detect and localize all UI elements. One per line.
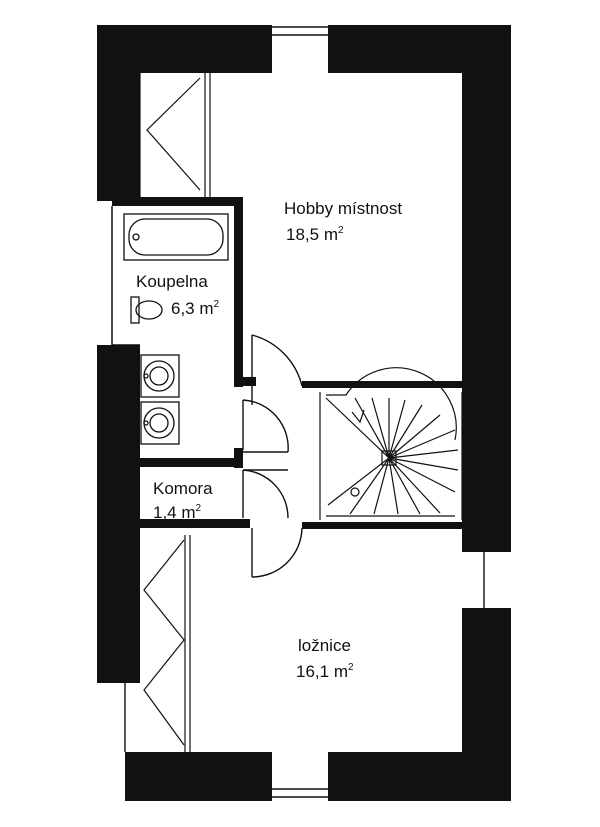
room-name-storage: Komora [153,479,213,498]
wall-bottom-right [328,752,511,801]
wardrobe-lower [143,535,191,752]
room-area-storage: 1,4 m2 [153,503,202,522]
window-top [272,26,328,36]
wall-left-lower [97,535,140,683]
wall-bottom-left [125,752,272,801]
door-hobby-room [251,334,303,405]
exterior-walls [97,25,511,801]
wall-left-upper [97,25,140,201]
wall-stair-top [302,381,462,388]
wall-bathroom-right [234,197,243,387]
bathroom-outline [111,206,140,346]
wall-bathroom-top [112,197,243,206]
wall-right-upper [462,25,511,552]
wall-bathroom-bottom-stub [234,377,256,386]
room-area-bedroom: 16,1 m2 [296,662,354,681]
staircase [319,367,463,520]
window-bottom [272,788,328,798]
wall-storage-right [234,448,243,468]
door-storage [242,469,289,519]
wall-left-middle [97,345,140,535]
wall-corridor-bottom [302,522,462,529]
sink-lower [140,401,180,445]
room-area-hobby: 18,5 m2 [286,225,344,244]
room-name-hobby: Hobby místnost [284,199,402,218]
door-bedroom [251,527,303,578]
interior-walls [112,197,462,529]
wall-storage-top [140,458,243,467]
toilet [130,296,163,324]
door-bathroom [242,399,289,453]
wardrobe-upper [139,73,211,197]
sink-upper [140,354,180,398]
bathtub [123,213,229,261]
wall-storage-bottom [140,519,250,528]
room-name-bedroom: ložnice [298,636,351,655]
room-area-bathroom: 6,3 m2 [171,299,220,318]
room-name-bathroom: Koupelna [136,272,208,291]
